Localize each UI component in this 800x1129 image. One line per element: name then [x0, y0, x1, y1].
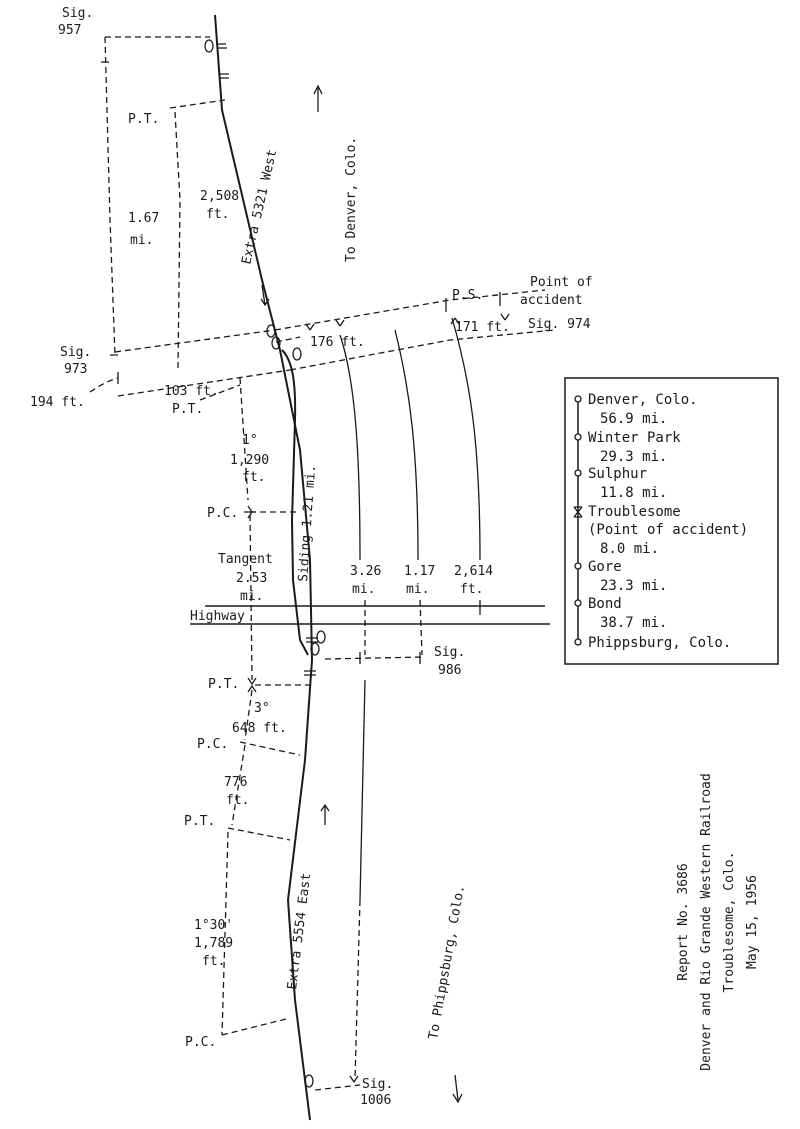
curve3-length: 648 ft. [232, 721, 287, 736]
report-railroad: Denver and Rio Grande Western Railroad [699, 773, 714, 1070]
len-326-value: 3.26 [350, 564, 381, 579]
legend-denver: Denver, Colo. [588, 392, 698, 408]
sig-957-label: Sig. [62, 6, 93, 21]
legend-winter-park: Winter Park [588, 430, 681, 446]
curve4-length: 1,789 [194, 936, 233, 951]
sig-973-number: 973 [64, 362, 87, 377]
curve1-unit: ft. [242, 470, 265, 485]
pc1-label: P.C. [207, 506, 238, 521]
tangent-label: Tangent [218, 552, 273, 567]
legend-gore-dist: 23.3 mi. [600, 578, 667, 594]
legend-bond: Bond [588, 596, 622, 612]
legend-troublesome-dist: 8.0 mi. [600, 541, 659, 557]
legend-denver-dist: 56.9 mi. [600, 411, 667, 427]
legend-troublesome: Troublesome [588, 504, 681, 520]
extra-east-arrow [320, 803, 330, 825]
curve3-degree: 3° [254, 701, 270, 716]
len-103-label: 103 ft. [164, 384, 219, 399]
legend-winter-park-dist: 29.3 mi. [600, 449, 667, 465]
main-track [214, 14, 318, 1121]
len-776-value: 776 [224, 775, 247, 790]
len-117-value: 1.17 [404, 564, 435, 579]
curve4-degree: 1°30' [194, 918, 233, 933]
report-location: Troublesome, Colo. [722, 852, 737, 993]
sig-1006-number: 1006 [360, 1093, 391, 1108]
legend-sulphur: Sulphur [588, 466, 647, 482]
sig-974-label: Sig. 974 [528, 317, 591, 332]
legend-sulphur-dist: 11.8 mi. [600, 485, 667, 501]
sig-986-number: 986 [438, 663, 461, 678]
extra-west-arrow [260, 284, 270, 307]
len-326-unit: mi. [352, 582, 375, 597]
to-denver-label: To Denver, Colo. [344, 137, 359, 262]
report-caption: Report No. 3686 Denver and Rio Grande We… [676, 773, 760, 1070]
len-171-label: 171 ft. [455, 320, 510, 335]
siding-label: Siding 1.21 mi. [296, 464, 319, 582]
len-167-unit: mi. [130, 233, 153, 248]
len-2614-value: 2,614 [454, 564, 493, 579]
labels: Sig. 957 P.T. 1.67 mi. 2,508 ft. Extra 5… [30, 6, 593, 1108]
phippsburg-arrow [452, 1074, 463, 1104]
curve4-unit: ft. [202, 954, 225, 969]
signal-986-mast [310, 630, 326, 656]
measurement-lines [89, 36, 556, 1091]
pc4-label: P.C. [185, 1035, 216, 1050]
to-phippsburg-label: To Phippsburg, Colo. [426, 884, 468, 1041]
sig-1006-label: Sig. [362, 1077, 393, 1092]
denver-arrow [313, 84, 323, 112]
report-date: May 15, 1956 [745, 875, 760, 969]
tangent-unit: mi. [240, 589, 263, 604]
len-776-unit: ft. [226, 793, 249, 808]
legend-gore: Gore [588, 559, 622, 575]
curve1-degree: 1° [242, 433, 258, 448]
legend-phippsburg: Phippsburg, Colo. [588, 635, 731, 651]
point-of-accident-line2: accident [520, 293, 583, 308]
pt3-label: P.T. [208, 677, 239, 692]
station-legend: Denver, Colo. 56.9 mi. Winter Park 29.3 … [564, 377, 779, 665]
sig-973-label: Sig. [60, 345, 91, 360]
sig-957-number: 957 [58, 23, 81, 38]
len-194-label: 194 ft. [30, 395, 85, 410]
len-2614-unit: ft. [460, 582, 483, 597]
pc3-label: P.C. [197, 737, 228, 752]
ps-label: P.S. [452, 288, 483, 303]
signal-1006-mast [304, 1074, 314, 1088]
pt-mid-label: P.T. [172, 402, 203, 417]
len-176-label: 176 ft. [310, 335, 365, 350]
pt4-label: P.T. [184, 814, 215, 829]
legend-point-of-accident: (Point of accident) [588, 522, 748, 538]
len-167-value: 1.67 [128, 211, 159, 226]
len-117-unit: mi. [406, 582, 429, 597]
tangent-value: 2.53 [236, 571, 267, 586]
len-2508-value: 2,508 [200, 189, 239, 204]
signal-957-mast [204, 39, 214, 53]
highway [190, 605, 550, 625]
highway-label: Highway [190, 609, 245, 624]
siding-track [281, 349, 309, 656]
signal-974-mast [292, 347, 302, 361]
legend-bond-dist: 38.7 mi. [600, 615, 667, 631]
point-of-accident-line1: Point of [530, 275, 593, 290]
pt-top-label: P.T. [128, 112, 159, 127]
curve1-length: 1,290 [230, 453, 269, 468]
report-number: Report No. 3686 [676, 863, 691, 980]
len-2508-unit: ft. [206, 207, 229, 222]
sig-986-label: Sig. [434, 645, 465, 660]
